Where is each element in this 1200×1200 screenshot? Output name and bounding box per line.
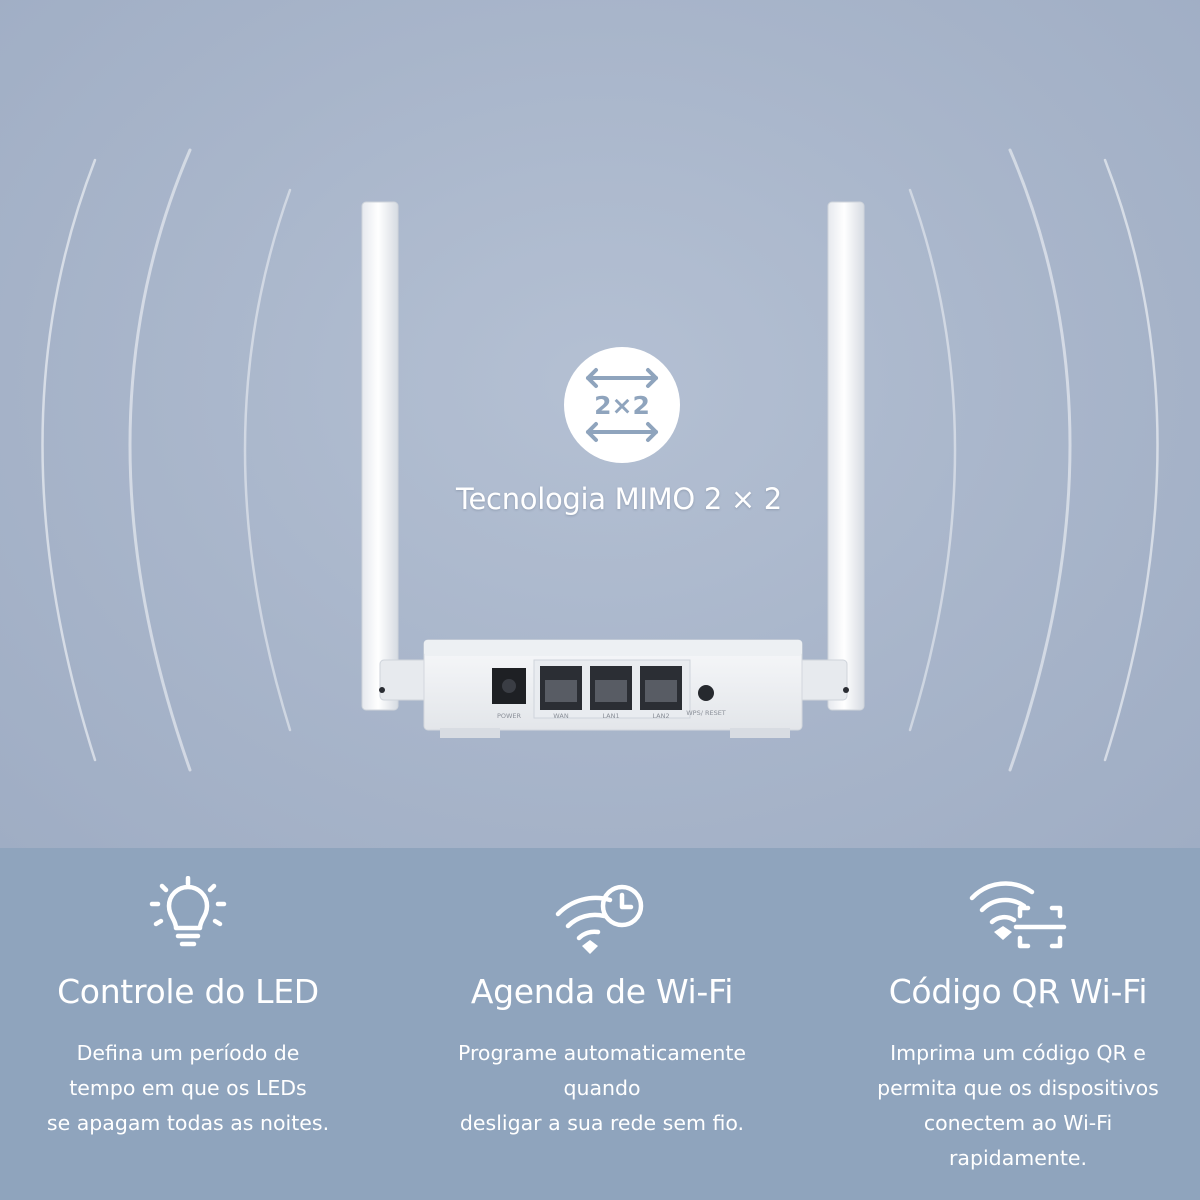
feature-title: Código QR Wi-Fi <box>888 972 1148 1011</box>
feature-title: Agenda de Wi-Fi <box>470 972 734 1011</box>
wifi-clock-icon <box>555 884 644 954</box>
feature-led-control: Controle do LED Defina um período de tem… <box>0 848 388 1200</box>
light-bulb-icon <box>149 876 227 947</box>
port-label-lan1: LAN1 <box>602 712 619 720</box>
feature-title: Controle do LED <box>57 972 319 1011</box>
feature-description: Defina um período de tempo em que os LED… <box>46 1041 330 1135</box>
feature-wifi-qr: Código QR Wi-Fi Imprima um código QR e p… <box>818 848 1200 1200</box>
hero-section: POWER WAN LAN1 LAN2 WPS/ RESET 2×2 Tecno… <box>0 0 1200 848</box>
features-section: Controle do LED Defina um período de tem… <box>0 848 1200 1200</box>
mimo-badge-text: 2×2 <box>594 391 650 420</box>
port-label-lan2: LAN2 <box>652 712 669 720</box>
port-label-reset: WPS/ RESET <box>686 709 726 717</box>
wifi-qr-scan-icon <box>969 881 1067 949</box>
mimo-badge: 2×2 <box>564 347 680 463</box>
port-label-power: POWER <box>497 712 522 720</box>
port-label-wan: WAN <box>553 712 569 720</box>
signal-waves-decoration <box>41 148 1159 772</box>
mimo-title: Tecnologia MIMO 2 × 2 <box>456 482 782 516</box>
feature-description: Programe automaticamente quando desligar… <box>457 1041 747 1135</box>
mimo-arrows-icon: 2×2 <box>586 368 658 442</box>
feature-wifi-schedule: Agenda de Wi-Fi Programe automaticamente… <box>402 848 802 1200</box>
router-illustration: POWER WAN LAN1 LAN2 WPS/ RESET <box>361 201 865 738</box>
feature-description: Imprima um código QR e permita que os di… <box>877 1041 1159 1170</box>
